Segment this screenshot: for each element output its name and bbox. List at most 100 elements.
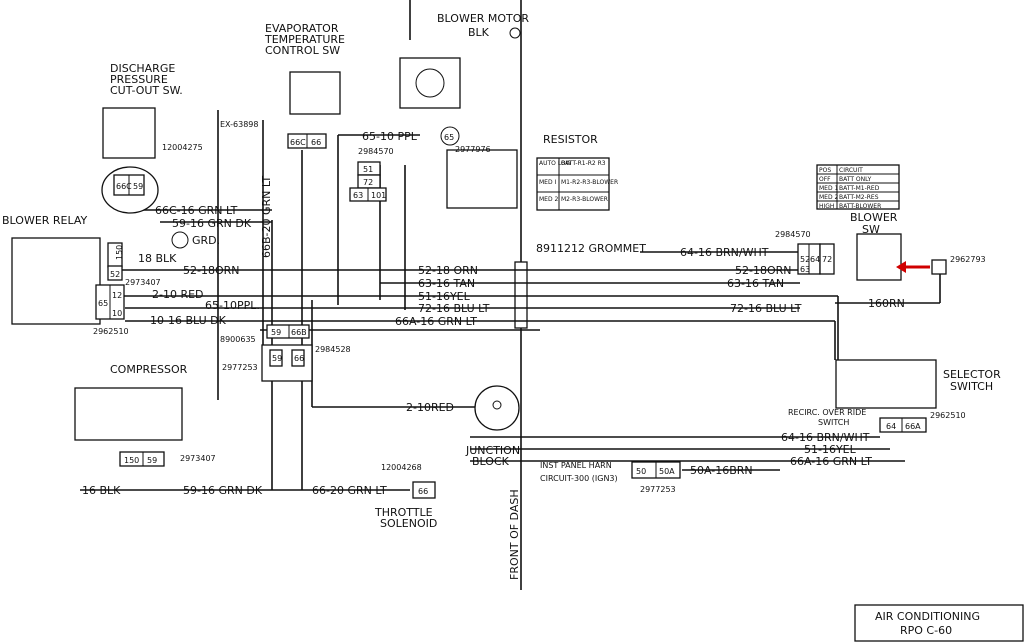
svg-text:BLK: BLK bbox=[468, 26, 490, 39]
evaporator-switch-body bbox=[289, 71, 341, 115]
svg-text:MED 2: MED 2 bbox=[539, 196, 558, 203]
svg-text:BATT ONLY: BATT ONLY bbox=[839, 176, 872, 183]
selector-label-1: SELECTOR bbox=[943, 368, 1001, 381]
connector-65-circle bbox=[440, 126, 460, 146]
svg-text:59: 59 bbox=[272, 354, 282, 363]
svg-text:18 BLK: 18 BLK bbox=[138, 252, 177, 265]
wire-66b-label: 66B-20 GRN LT bbox=[260, 175, 273, 258]
svg-text:59: 59 bbox=[271, 328, 281, 337]
svg-text:72: 72 bbox=[822, 255, 832, 264]
ground-symbol bbox=[171, 231, 189, 249]
junction-block-body bbox=[474, 385, 520, 431]
svg-text:CIRCUIT-300 (IGN3): CIRCUIT-300 (IGN3) bbox=[540, 474, 618, 483]
svg-text:M1-R2-R3-BLOWER: M1-R2-R3-BLOWER bbox=[561, 179, 618, 186]
svg-text:66: 66 bbox=[311, 138, 321, 147]
svg-text:BATT-M2-RES: BATT-M2-RES bbox=[839, 194, 879, 201]
selector-label-2: SWITCH bbox=[950, 380, 993, 393]
svg-text:64: 64 bbox=[810, 255, 820, 264]
svg-text:63-16 TAN: 63-16 TAN bbox=[727, 277, 784, 290]
svg-text:OFF: OFF bbox=[819, 176, 831, 183]
svg-text:59-16 GRN DK: 59-16 GRN DK bbox=[183, 484, 263, 497]
resistor-table-box bbox=[536, 157, 610, 211]
svg-text:72: 72 bbox=[363, 178, 373, 187]
svg-text:66C: 66C bbox=[290, 138, 306, 147]
svg-text:CUT-OUT SW.: CUT-OUT SW. bbox=[110, 84, 183, 97]
svg-text:50: 50 bbox=[636, 467, 646, 476]
svg-text:16 BLK: 16 BLK bbox=[82, 484, 121, 497]
svg-text:63-16 TAN: 63-16 TAN bbox=[418, 277, 475, 290]
svg-text:BATT-R1-R2 R3: BATT-R1-R2 R3 bbox=[561, 160, 606, 167]
evap-label-3: CONTROL SW bbox=[265, 44, 340, 57]
blower-relay-body bbox=[11, 237, 101, 325]
svg-text:BATT-BLOWER: BATT-BLOWER bbox=[839, 203, 881, 210]
svg-text:2984528: 2984528 bbox=[315, 345, 351, 354]
svg-text:101: 101 bbox=[371, 191, 386, 200]
svg-text:12004275: 12004275 bbox=[162, 143, 203, 152]
svg-text:66A: 66A bbox=[905, 422, 921, 431]
svg-text:150: 150 bbox=[115, 245, 124, 260]
svg-text:MED I: MED I bbox=[539, 179, 556, 186]
junction-label-1: JUNCTION bbox=[465, 444, 520, 457]
svg-text:EX-63898: EX-63898 bbox=[220, 120, 258, 129]
svg-text:8900635: 8900635 bbox=[220, 335, 256, 344]
svg-text:66-20 GRN LT: 66-20 GRN LT bbox=[312, 484, 387, 497]
svg-text:59-16 GRN DK: 59-16 GRN DK bbox=[172, 217, 252, 230]
svg-text:10-16 BLU DK: 10-16 BLU DK bbox=[150, 314, 227, 327]
svg-text:2-10 RED: 2-10 RED bbox=[152, 288, 204, 301]
svg-text:GRD.: GRD. bbox=[192, 234, 220, 247]
svg-text:POS: POS bbox=[819, 167, 831, 174]
title-block bbox=[854, 604, 1024, 642]
blower-sw-label-2: SW bbox=[862, 223, 880, 236]
svg-text:SWITCH: SWITCH bbox=[818, 418, 849, 427]
svg-text:2984570: 2984570 bbox=[358, 147, 394, 156]
svg-text:M2-R3-BLOWER: M2-R3-BLOWER bbox=[561, 196, 608, 203]
svg-text:DISCHARGE: DISCHARGE bbox=[110, 62, 175, 75]
red-arrow-head bbox=[896, 261, 906, 273]
discharge-switch-body bbox=[102, 107, 156, 159]
blower-sw-label-1: BLOWER bbox=[850, 211, 898, 224]
blower-motor-label: BLOWER MOTOR bbox=[437, 12, 529, 25]
compressor-body bbox=[74, 387, 183, 441]
svg-text:CIRCUIT: CIRCUIT bbox=[839, 167, 863, 174]
svg-text:MED 2: MED 2 bbox=[819, 194, 838, 201]
svg-text:HIGH: HIGH bbox=[819, 203, 834, 210]
svg-text:65-10 PPL: 65-10 PPL bbox=[362, 130, 418, 143]
svg-text:RECIRC. OVER RIDE: RECIRC. OVER RIDE bbox=[788, 408, 866, 417]
svg-text:63: 63 bbox=[800, 265, 810, 274]
svg-text:72-16 BLU LT: 72-16 BLU LT bbox=[730, 302, 802, 315]
throttle-label-2: SOLENOID bbox=[380, 517, 437, 530]
svg-text:65: 65 bbox=[444, 133, 454, 142]
svg-text:MED 1: MED 1 bbox=[819, 185, 838, 192]
svg-text:12: 12 bbox=[112, 291, 122, 300]
svg-text:51: 51 bbox=[363, 165, 373, 174]
svg-text:51-16YEL: 51-16YEL bbox=[418, 290, 471, 303]
svg-text:2-10RED: 2-10RED bbox=[406, 401, 454, 414]
svg-text:65-10PPL.: 65-10PPL. bbox=[205, 299, 260, 312]
svg-text:2973407: 2973407 bbox=[125, 278, 161, 287]
svg-text:2962793: 2962793 bbox=[950, 255, 986, 264]
svg-text:PRESSURE: PRESSURE bbox=[110, 73, 168, 86]
svg-text:66: 66 bbox=[418, 487, 428, 496]
svg-text:2977253: 2977253 bbox=[640, 485, 676, 494]
svg-text:10: 10 bbox=[112, 309, 122, 318]
blower-relay-label: BLOWER RELAY bbox=[2, 214, 88, 227]
throttle-label-1: THROTTLE bbox=[374, 506, 433, 519]
svg-text:INST PANEL HARN: INST PANEL HARN bbox=[540, 461, 612, 470]
svg-text:2962510: 2962510 bbox=[93, 327, 129, 336]
svg-text:50A: 50A bbox=[659, 467, 675, 476]
svg-text:72-16 BLU LT: 72-16 BLU LT bbox=[418, 302, 490, 315]
svg-text:66C-16 GRN LT: 66C-16 GRN LT bbox=[155, 204, 238, 217]
resistor-body bbox=[446, 149, 518, 209]
svg-text:160RN: 160RN bbox=[868, 297, 905, 310]
grommet bbox=[514, 261, 528, 329]
svg-text:64-16 BRN/WHT: 64-16 BRN/WHT bbox=[781, 431, 870, 444]
svg-text:2977976: 2977976 bbox=[455, 145, 491, 154]
svg-text:BATT-M1-RED: BATT-M1-RED bbox=[839, 185, 880, 192]
selector-switch-body bbox=[835, 359, 937, 409]
blower-switch-body bbox=[856, 233, 902, 281]
svg-text:2984570: 2984570 bbox=[775, 230, 811, 239]
svg-text:63: 63 bbox=[353, 191, 363, 200]
resistor-label: RESISTOR bbox=[543, 133, 598, 146]
svg-text:2973407: 2973407 bbox=[180, 454, 216, 463]
